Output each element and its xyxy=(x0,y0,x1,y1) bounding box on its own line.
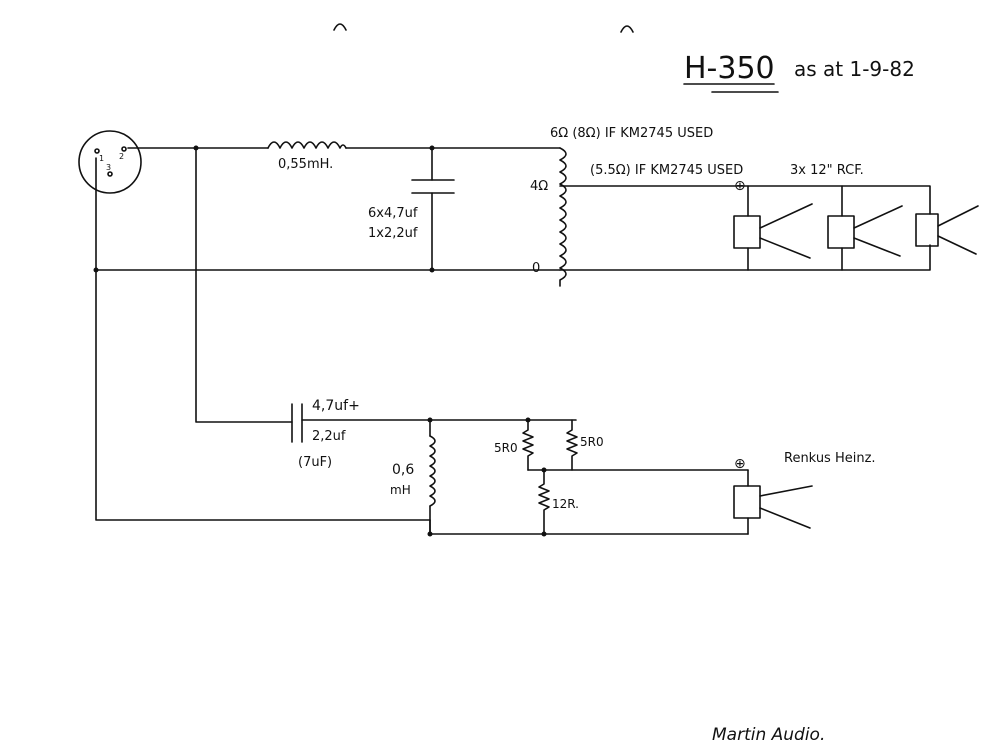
wire-high-feed xyxy=(195,147,293,423)
resistor-5r0-right xyxy=(566,419,578,471)
junction-3 xyxy=(429,145,435,151)
junction-5 xyxy=(427,417,433,423)
pin-2-label: 2 xyxy=(119,152,124,161)
junction-4 xyxy=(429,267,435,273)
junction-2 xyxy=(93,267,99,273)
inductor-high xyxy=(429,435,436,507)
driver-renkus-heinz xyxy=(733,469,813,535)
resistor-12r xyxy=(538,469,550,535)
xlr-connector: 1 2 3 xyxy=(78,130,142,194)
tap-4ohm-label: 4Ω xyxy=(530,179,548,194)
junction-9 xyxy=(541,531,547,537)
wire-return-rail xyxy=(95,157,431,521)
driver-rcf-1 xyxy=(733,185,813,271)
connector-pin-2-dot xyxy=(121,146,127,152)
connector-body xyxy=(78,130,142,194)
driver-renkus-heinz-magnet xyxy=(733,485,761,519)
cap-high-label-3: (7uF) xyxy=(298,455,332,470)
autotransformer-coil xyxy=(559,147,567,287)
pin-1-label: 1 xyxy=(99,154,104,163)
driver-high-label: Renkus Heinz. xyxy=(784,451,876,466)
cap-low-label-1: 6x4,7uf xyxy=(368,206,418,221)
cap-high-label-1: 4,7uf+ xyxy=(312,398,360,414)
model-title: H-350 xyxy=(684,51,775,86)
pin-3-label: 3 xyxy=(106,163,111,172)
connector-pin-3-dot xyxy=(107,171,113,177)
wire-drivers-negative xyxy=(559,244,931,271)
inductor-high-label-1: 0,6 xyxy=(392,462,414,478)
date-note: as at 1-9-82 xyxy=(794,57,915,81)
driver-rcf-1-magnet xyxy=(733,215,761,249)
driver-rcf-3 xyxy=(915,205,979,255)
tap-0-label: 0 xyxy=(532,261,540,276)
driver-rcf-3-magnet xyxy=(915,213,939,247)
punch-hole-left xyxy=(333,23,347,31)
connector-pin-1-dot xyxy=(94,148,100,154)
res-right-label: 5R0 xyxy=(580,435,604,449)
driver-rcf-2 xyxy=(827,185,903,271)
polarity-high: ⊕ xyxy=(734,456,746,472)
res-left-label: 5R0 xyxy=(494,441,518,455)
inductor-high-label-2: mH xyxy=(390,483,411,497)
drivers-low-label: 3x 12" RCF. xyxy=(790,163,864,178)
cap-high-label-2: 2,2uf xyxy=(312,429,346,444)
resistor-5r0-left xyxy=(522,419,534,471)
polarity-low: ⊕ xyxy=(734,178,746,194)
junction-1 xyxy=(193,145,199,151)
cap-low-label-2: 1x2,2uf xyxy=(368,226,418,241)
signature: Martin Audio. xyxy=(712,725,825,745)
inductor-low xyxy=(267,141,347,149)
inductor-low-label: 0,55mH. xyxy=(278,157,333,172)
wire-drivers-positive xyxy=(559,185,931,215)
tap-4ohm-alt-label: (5.5Ω) IF KM2745 USED xyxy=(590,163,743,178)
res-bottom-label: 12R. xyxy=(552,497,579,511)
tap-6ohm-label: 6Ω (8Ω) IF KM2745 USED xyxy=(550,126,713,141)
punch-hole-right xyxy=(620,25,634,33)
driver-rcf-2-magnet xyxy=(827,215,855,249)
